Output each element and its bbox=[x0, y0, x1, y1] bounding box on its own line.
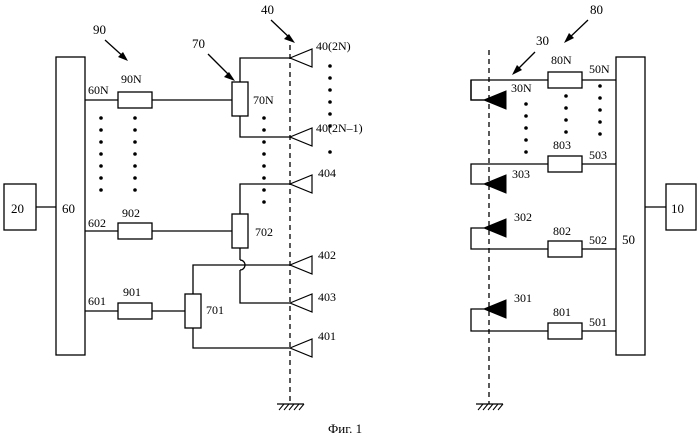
label-90: 90 bbox=[93, 22, 106, 37]
label-resistor-801: 801 bbox=[553, 305, 571, 319]
label-port-503: 503 bbox=[589, 148, 607, 162]
label-resistor-802: 802 bbox=[553, 224, 571, 238]
label-40: 40 bbox=[261, 2, 274, 17]
label-resistor-80N: 80N bbox=[551, 53, 572, 67]
wire-702-ant403 bbox=[240, 270, 290, 303]
label-port-60N: 60N bbox=[88, 83, 109, 97]
label-antenna-403: 403 bbox=[318, 290, 336, 304]
hybrid-70N bbox=[232, 82, 248, 116]
antenna-40-2N bbox=[290, 49, 312, 67]
label-diode-303: 303 bbox=[512, 167, 530, 181]
diode-301 bbox=[484, 300, 506, 318]
wire-70N-ant2N bbox=[240, 58, 290, 82]
arrowhead-70 bbox=[224, 72, 235, 81]
label-hybrid-70N: 70N bbox=[253, 93, 274, 107]
label-resistor-90N: 90N bbox=[121, 72, 142, 86]
label-20: 20 bbox=[11, 201, 24, 216]
antenna-403 bbox=[290, 294, 312, 312]
antenna-402 bbox=[290, 256, 312, 274]
label-diode-301: 301 bbox=[514, 291, 532, 305]
label-80: 80 bbox=[590, 2, 603, 17]
label-resistor-901: 901 bbox=[123, 285, 141, 299]
loop-303 bbox=[471, 164, 548, 184]
antenna-40-2N-1 bbox=[290, 128, 312, 146]
label-diode-302: 302 bbox=[514, 210, 532, 224]
antenna-404 bbox=[290, 175, 312, 193]
label-port-502: 502 bbox=[589, 233, 607, 247]
label-antenna-401: 401 bbox=[318, 329, 336, 343]
label-70: 70 bbox=[192, 36, 205, 51]
wire-30N bbox=[471, 80, 484, 100]
antenna-401 bbox=[290, 339, 312, 357]
label-antenna-402: 402 bbox=[318, 248, 336, 262]
loop-30N-left bbox=[471, 80, 548, 100]
label-antenna-40-2N: 40(2N) bbox=[316, 39, 351, 53]
label-30: 30 bbox=[536, 33, 549, 48]
resistor-801 bbox=[548, 323, 582, 339]
label-hybrid-701: 701 bbox=[206, 303, 224, 317]
figure-caption: Фиг. 1 bbox=[328, 421, 362, 436]
block-50 bbox=[616, 57, 645, 355]
label-resistor-902: 902 bbox=[122, 206, 140, 220]
arrowhead-40 bbox=[284, 34, 295, 43]
label-port-602: 602 bbox=[88, 216, 106, 230]
diode-303 bbox=[484, 175, 506, 193]
label-antenna-40-2N-1: 40(2N–1) bbox=[316, 121, 363, 135]
diode-302 bbox=[484, 219, 506, 237]
diode-30N bbox=[484, 91, 506, 109]
loop-302 bbox=[471, 228, 548, 249]
dots-right-ports bbox=[598, 84, 602, 136]
ground-hatch-right bbox=[478, 404, 503, 410]
label-hybrid-702: 702 bbox=[255, 225, 273, 239]
dots-left-ports bbox=[99, 116, 103, 192]
label-diode-30N: 30N bbox=[511, 81, 532, 95]
label-50: 50 bbox=[622, 232, 635, 247]
label-port-501: 501 bbox=[589, 315, 607, 329]
dots-left-hybrids bbox=[262, 116, 266, 204]
label-antenna-404: 404 bbox=[318, 166, 336, 180]
hybrid-701 bbox=[185, 294, 201, 328]
wire-701-ant401 bbox=[193, 328, 290, 348]
hybrid-702 bbox=[232, 214, 248, 248]
label-port-601: 601 bbox=[88, 294, 106, 308]
resistor-90N bbox=[118, 92, 152, 108]
label-60: 60 bbox=[62, 201, 75, 216]
dots-left-resistors bbox=[133, 116, 137, 192]
resistor-803 bbox=[548, 156, 582, 172]
label-10: 10 bbox=[671, 201, 684, 216]
wire-702-ant404 bbox=[240, 184, 290, 214]
resistor-802 bbox=[548, 241, 582, 257]
resistor-902 bbox=[118, 223, 152, 239]
loop-301 bbox=[471, 309, 548, 331]
resistor-901 bbox=[118, 303, 152, 319]
dots-left-antennas bbox=[328, 64, 332, 154]
resistor-80N bbox=[548, 72, 582, 88]
dots-right-diodes bbox=[524, 102, 528, 154]
label-resistor-803: 803 bbox=[553, 138, 571, 152]
ground-hatch-left bbox=[279, 404, 304, 410]
dots-right-resistors bbox=[564, 94, 568, 134]
label-port-50N: 50N bbox=[589, 62, 610, 76]
